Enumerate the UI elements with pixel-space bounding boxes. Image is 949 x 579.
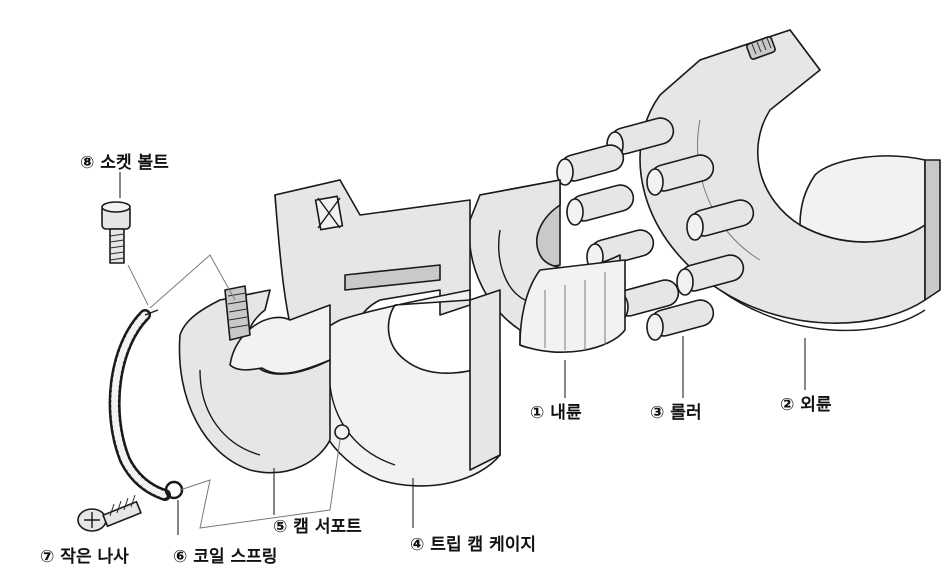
inner-race [468,179,626,353]
roller-5 [686,199,755,241]
label-outer-race: ② 외륜 [780,395,832,415]
assembly-guide-lines [127,254,341,529]
label-inner-race: ① 내륜 [530,403,582,423]
outer-race [639,29,941,332]
leader-lines [119,172,806,535]
roller-2 [556,144,625,186]
label-coil-spring: ⑥ 코일 스프링 [173,547,277,567]
label-roller: ③ 롤러 [650,403,702,423]
small-screw [77,494,142,532]
label-socket-bolt: ⑧ 소켓 볼트 [80,153,169,173]
roller-4 [566,184,635,226]
roller-7 [676,254,745,296]
roller-3 [646,154,715,196]
roller-6 [586,229,655,271]
roller-9 [646,299,715,341]
cam-support [178,285,331,474]
outer-race-set-screw [746,36,776,60]
rollers [556,117,755,341]
label-small-screw: ⑦ 작은 나사 [40,547,129,567]
coil-spring [108,309,184,501]
label-trip-cam-cage: ④ 트립 캠 케이지 [410,535,536,555]
socket-bolt [101,201,131,264]
label-cam-support: ⑤ 캠 서포트 [273,517,362,537]
